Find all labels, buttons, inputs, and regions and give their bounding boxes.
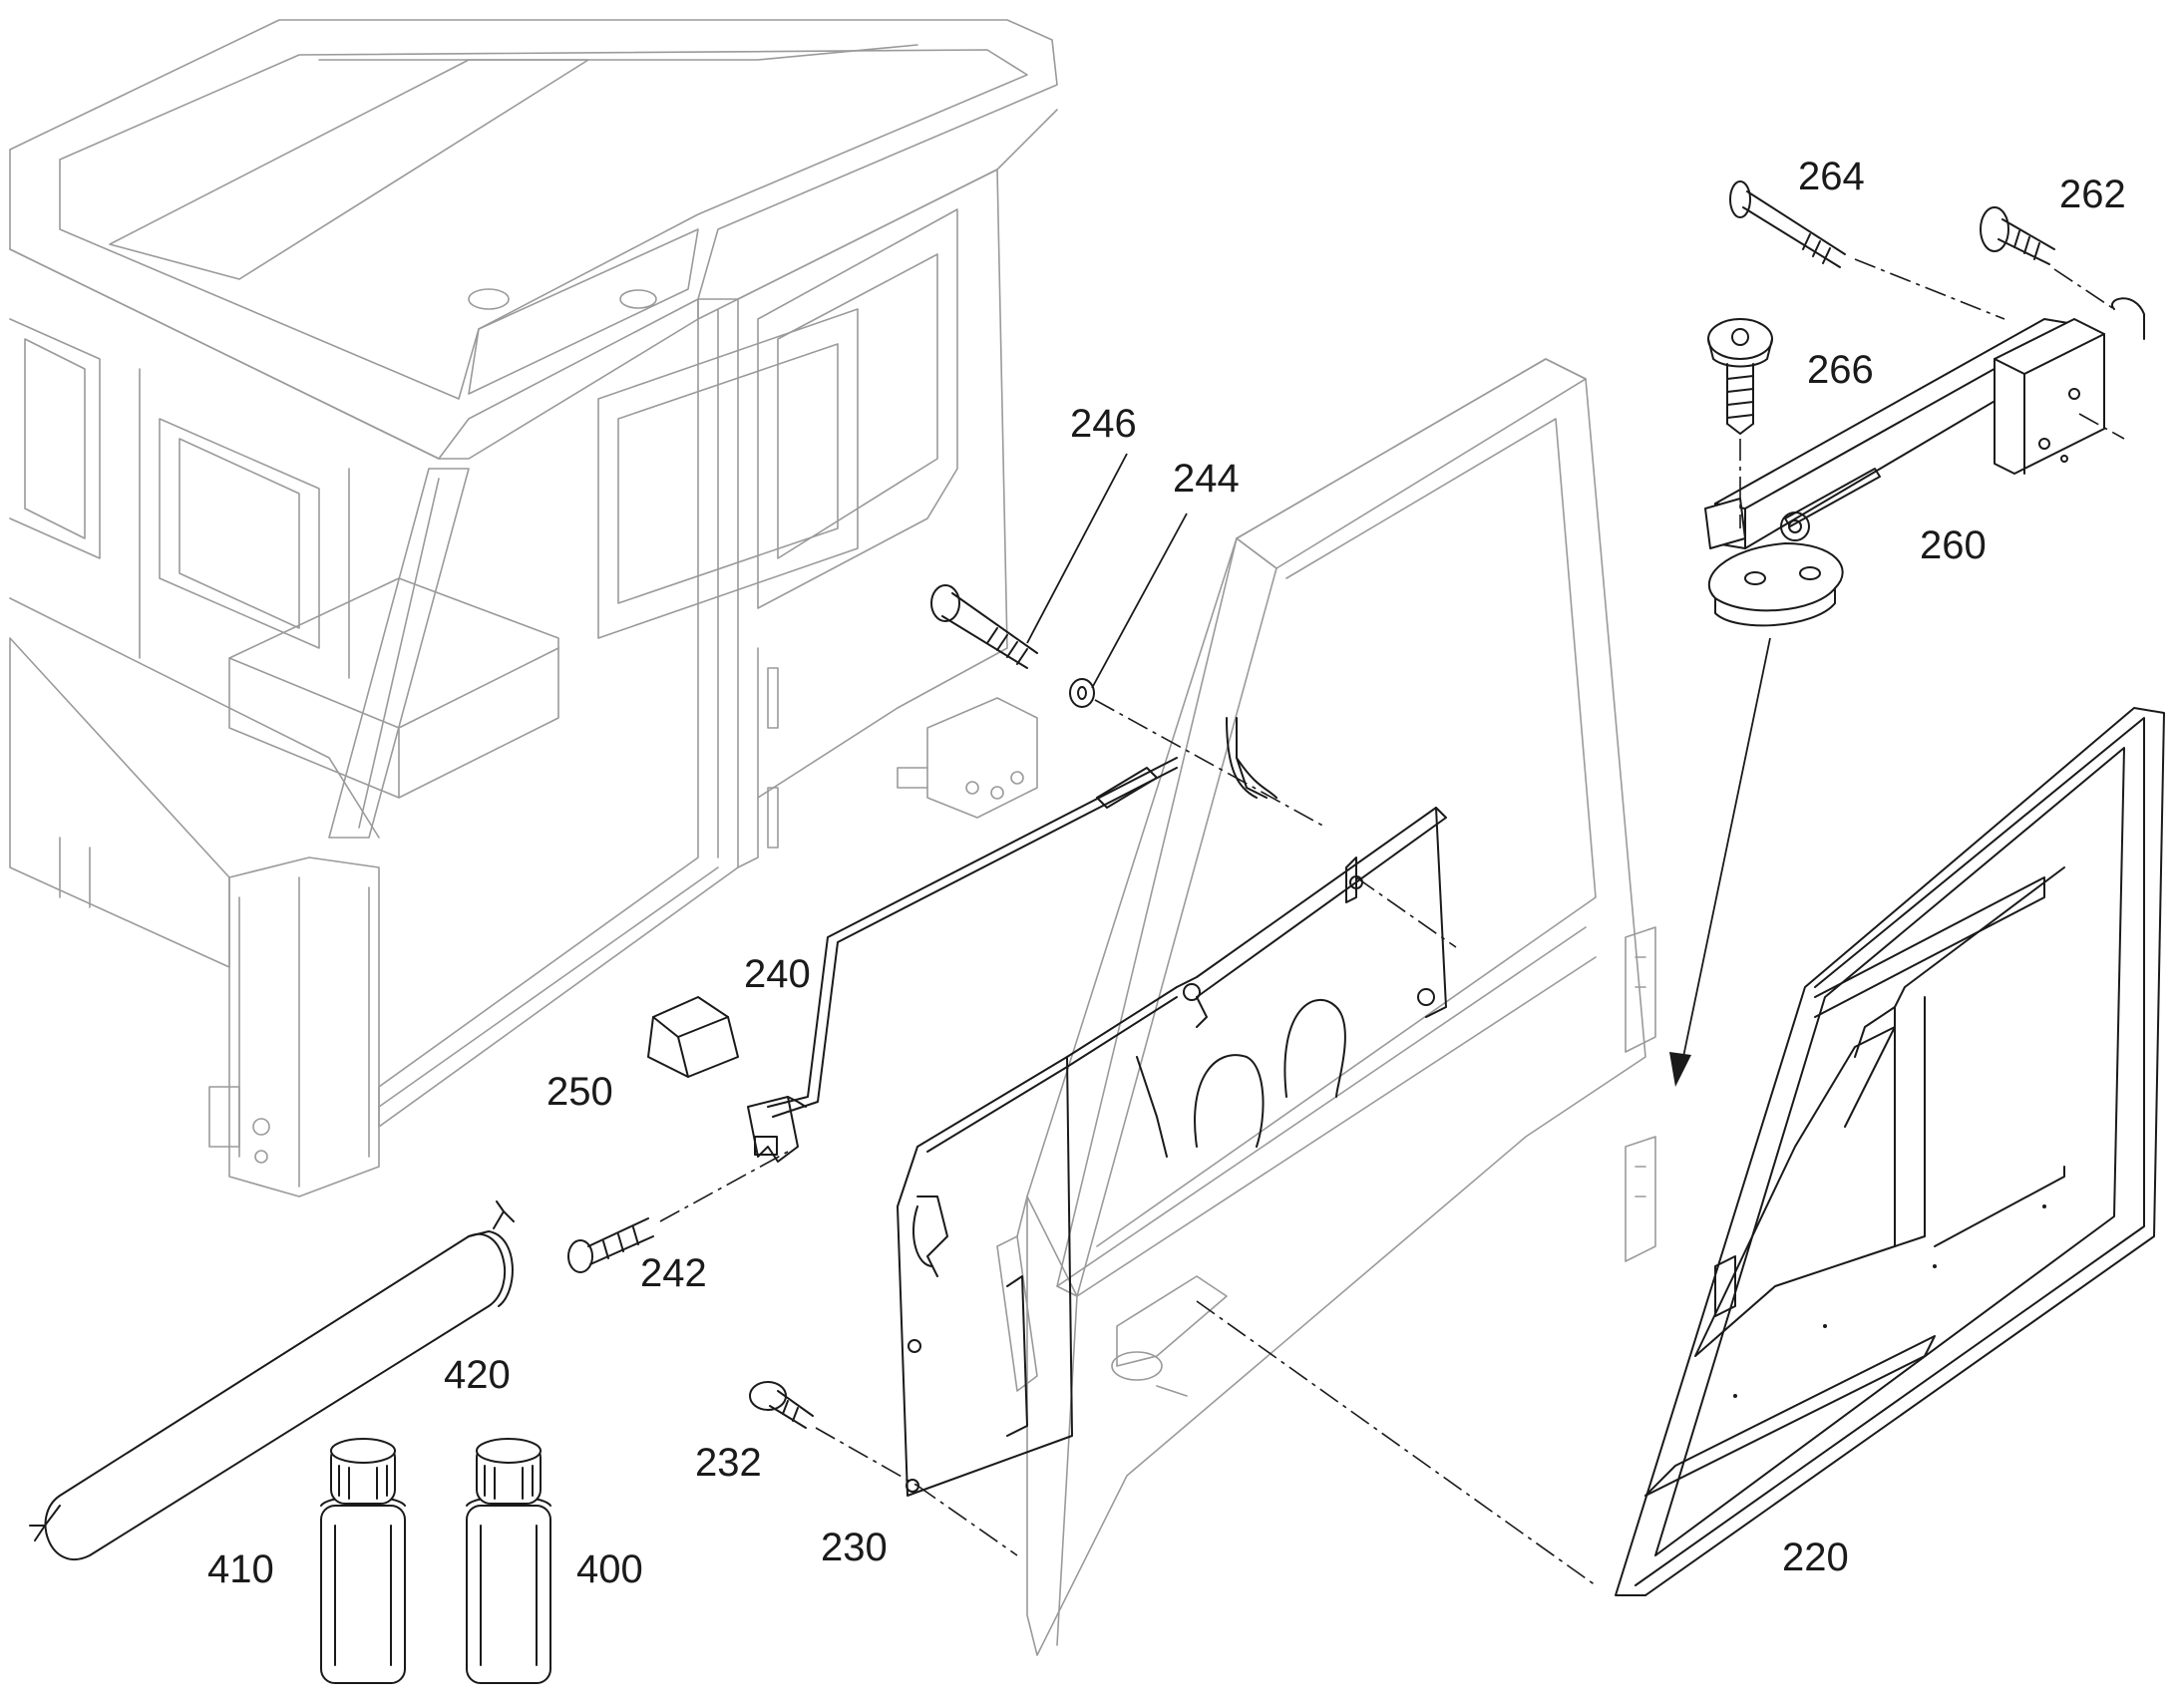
callout-230: 230 [821,1526,888,1569]
callout-240: 240 [744,952,811,996]
callout-220: 220 [1782,1536,1849,1579]
callout-410: 410 [207,1547,274,1591]
screw-266 [1707,318,1773,435]
bottle-400 [466,1438,551,1684]
cab-body [9,19,1058,1197]
bottle-410 [320,1438,406,1684]
clip-250 [647,996,739,1078]
screw-262 [1980,206,2055,265]
callout-244: 244 [1173,457,1240,501]
door-assembly [996,358,1656,1656]
callout-246: 246 [1070,402,1137,446]
bolt-246 [930,584,1038,669]
bolt-264 [1729,180,1846,268]
assembly-arrow [1669,637,1771,1087]
latch-switch [747,1096,807,1163]
leader-lines [1026,453,1188,689]
sealant-cartridge-420 [29,1200,515,1560]
door-inner-panel-230 [897,807,1447,1497]
callout-420: 420 [444,1353,511,1397]
screw-242 [567,1217,654,1273]
callout-264: 264 [1798,155,1865,198]
door-window-220 [1615,707,2165,1596]
door-stay-arm-260 [1704,297,2145,627]
callout-266: 266 [1807,348,1874,392]
callout-242: 242 [640,1251,707,1295]
callout-400: 400 [576,1547,643,1591]
callout-250: 250 [546,1070,613,1114]
callout-262: 262 [2059,172,2126,216]
callout-labels: 220 230 232 240 242 244 246 250 260 262 … [207,155,2126,1591]
callout-260: 260 [1920,523,1987,567]
washer-244 [1069,678,1095,708]
assembly-center-lines [659,258,2125,1586]
callout-232: 232 [695,1441,762,1485]
screw-232 [749,1381,814,1429]
